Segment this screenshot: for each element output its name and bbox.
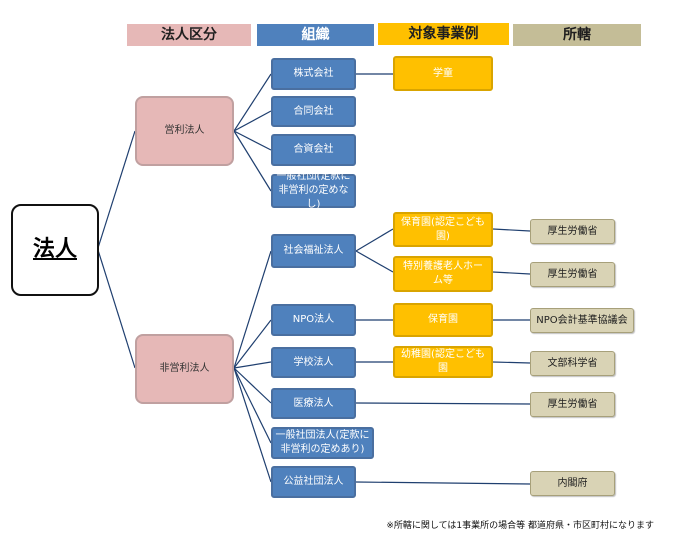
org-iryo-hojin: 医療法人 bbox=[271, 388, 356, 419]
category-for-profit: 営利法人 bbox=[135, 96, 234, 166]
jurisdiction-cabinet-office: 内閣府 bbox=[530, 471, 615, 496]
header-example: 対象事業例 bbox=[378, 23, 509, 45]
jurisdiction-mhlw-shakai-2: 厚生労働省 bbox=[530, 262, 615, 287]
org-shakai-fukushi-hojin: 社会福祉法人 bbox=[271, 234, 356, 268]
org-goshi-kaisha: 合資会社 bbox=[271, 134, 356, 166]
jurisdiction-mhlw-iryo: 厚生労働省 bbox=[530, 392, 615, 417]
connector-shakai-hoikuen bbox=[355, 228, 394, 252]
connector-np-ippan bbox=[233, 367, 272, 444]
org-ippan-shadan-non-profit: 一般社団法人(定款に非営利の定めあり) bbox=[271, 427, 374, 459]
org-npo-hojin: NPO法人 bbox=[271, 304, 356, 336]
example-tokubetsu-yogo: 特別養護老人ホーム等 bbox=[393, 256, 493, 292]
org-godo-kaisha: 合同会社 bbox=[271, 96, 356, 127]
jurisdiction-npo-kyokai: NPO会計基準協議会 bbox=[530, 308, 634, 333]
connector-fp-goshi bbox=[233, 130, 272, 151]
connector-fp-godo bbox=[233, 110, 272, 132]
connector-shakai-tokuyo bbox=[355, 250, 394, 273]
example-hoikuen-nintei: 保育園(認定こども園) bbox=[393, 212, 493, 247]
connector-np-shakai bbox=[233, 250, 272, 369]
footnote: ※所轄に関しては1事業所の場合等 都道府県・市区町村になります bbox=[386, 521, 654, 531]
connector-root-nonprofit bbox=[97, 249, 136, 369]
example-hoikuen: 保育園 bbox=[393, 303, 493, 337]
category-non-profit: 非営利法人 bbox=[135, 334, 234, 404]
connector-koeki-cabinet bbox=[355, 481, 531, 485]
connector-tokuyo-mhlw bbox=[492, 271, 531, 275]
jurisdiction-mext: 文部科学省 bbox=[530, 351, 615, 376]
connector-fp-ippan bbox=[233, 130, 272, 192]
org-koeki-shadan-hojin: 公益社団法人 bbox=[271, 466, 356, 498]
org-kabushiki-kaisha: 株式会社 bbox=[271, 58, 356, 90]
org-ippan-shadan-for-profit: 一般社団(定款に非営利の定めなし) bbox=[271, 171, 356, 210]
connector-yochien-mext bbox=[492, 361, 531, 364]
connector-np-npo bbox=[233, 319, 272, 369]
jurisdiction-mhlw-shakai-1: 厚生労働省 bbox=[530, 219, 615, 244]
example-gakudo: 学童 bbox=[393, 56, 493, 91]
connector-iryo-mhlw bbox=[355, 402, 531, 405]
connector-np-koeki bbox=[233, 367, 272, 483]
connector-np-gakko bbox=[233, 361, 272, 369]
root-node-hojin: 法人 bbox=[11, 204, 99, 296]
connector-hoikuen-mhlw bbox=[492, 228, 531, 232]
header-organization: 組織 bbox=[257, 24, 374, 46]
header-jurisdiction: 所轄 bbox=[513, 24, 641, 46]
connector-fp-kabushiki bbox=[233, 73, 272, 132]
org-gakko-hojin: 学校法人 bbox=[271, 347, 356, 378]
header-category: 法人区分 bbox=[127, 24, 251, 46]
example-yochien: 幼稚園(認定こども園 bbox=[393, 346, 493, 378]
connector-root-forprofit bbox=[97, 130, 136, 249]
connector-np-iryo bbox=[233, 367, 272, 404]
